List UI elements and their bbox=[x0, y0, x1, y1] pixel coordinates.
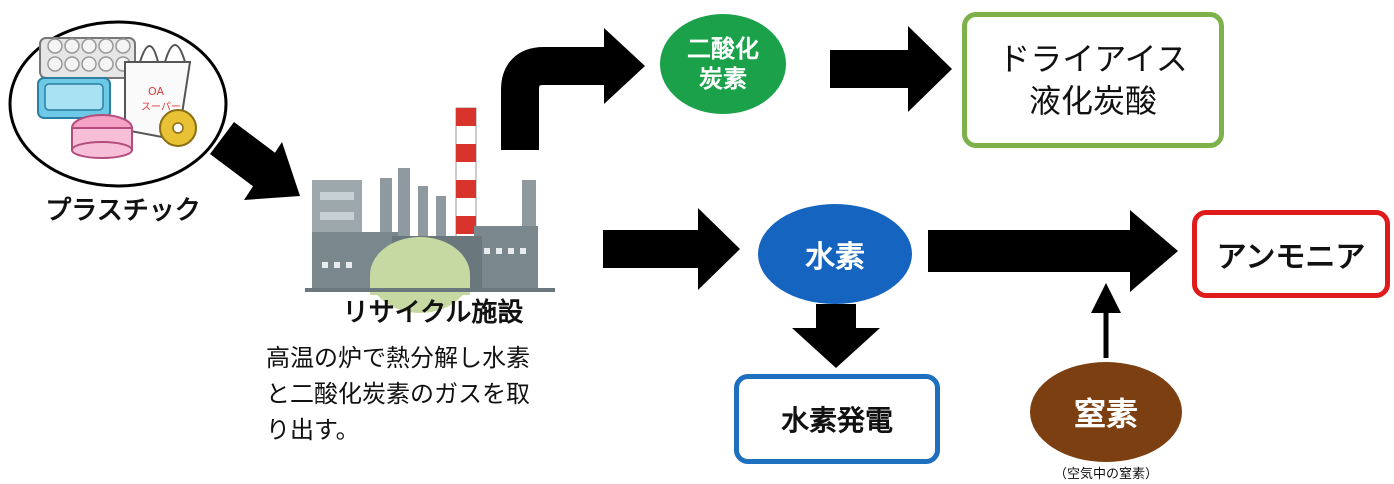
nitrogen-node: 窒素 bbox=[1030, 362, 1182, 462]
facility-description: 高温の炉で熱分解し水素 と二酸化炭素のガスを取 り出す。 bbox=[266, 340, 596, 448]
facility-description-line-1: 高温の炉で熱分解し水素 bbox=[266, 344, 530, 372]
facility-description-line-2: と二酸化炭素のガスを取 bbox=[266, 380, 530, 408]
plastic-label: プラスチック bbox=[45, 195, 201, 226]
dry-ice-label-line-1: ドライアイス bbox=[998, 40, 1188, 78]
factory-illustration bbox=[305, 107, 555, 313]
dry-ice-node: ドライアイス 液化炭酸 bbox=[962, 12, 1224, 148]
nitrogen-caption: （空気中の窒素） bbox=[1053, 466, 1158, 482]
arrow-hydrogen-to-power bbox=[792, 304, 880, 368]
bag-text-super: スーパー bbox=[141, 101, 181, 113]
co2-label-line-1: 二酸化 bbox=[687, 35, 759, 63]
ammonia-node: アンモニア bbox=[1192, 210, 1390, 298]
hydrogen-power-node: 水素発電 bbox=[734, 374, 940, 464]
bag-text-oa: OA bbox=[148, 85, 164, 98]
arrow-co2-to-dryice bbox=[830, 26, 952, 112]
dry-ice-label-line-2: 液化炭酸 bbox=[1028, 82, 1157, 120]
facility-description-line-3: り出す。 bbox=[266, 416, 360, 444]
arrow-facility-to-co2 bbox=[501, 28, 645, 150]
co2-node: 二酸化 炭素 bbox=[660, 14, 786, 114]
arrow-hydrogen-to-ammonia bbox=[928, 210, 1178, 292]
arrow-facility-to-hydrogen bbox=[603, 208, 740, 290]
arrow-plastic-to-facility bbox=[210, 122, 300, 200]
co2-label-line-2: 炭素 bbox=[699, 65, 747, 93]
facility-label: リサイクル施設 bbox=[342, 297, 524, 328]
plastic-illustration: OA スーパー bbox=[8, 20, 228, 188]
hydrogen-node: 水素 bbox=[758, 204, 912, 304]
